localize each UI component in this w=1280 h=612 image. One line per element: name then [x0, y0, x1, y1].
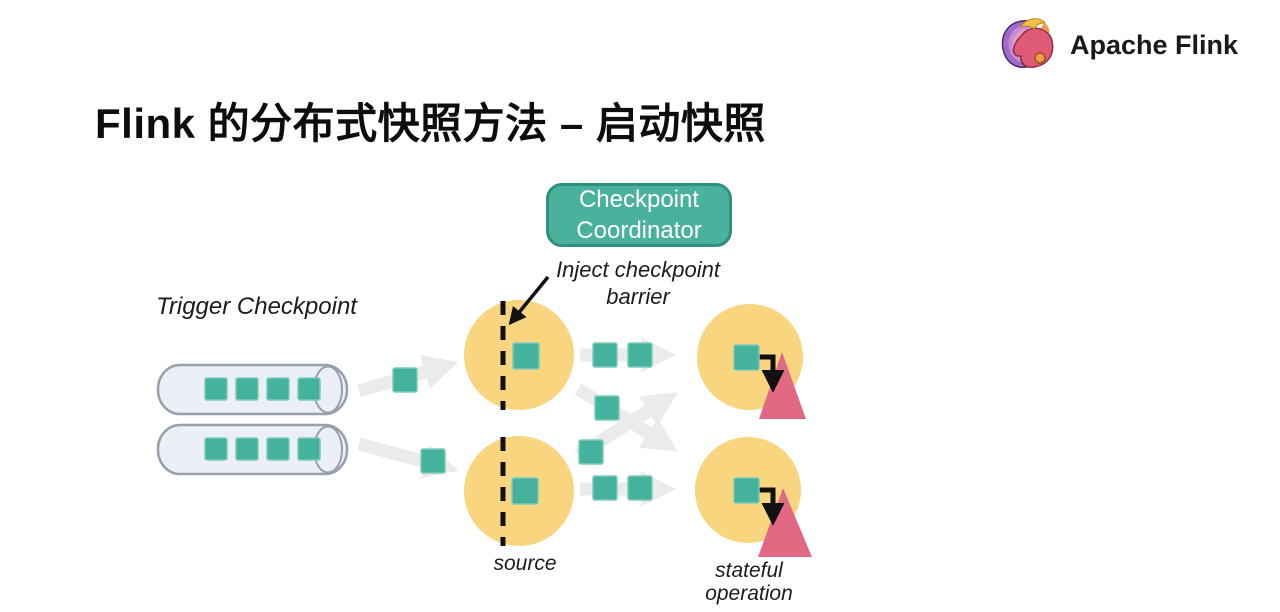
flow-arrow-cross-down: [574, 383, 678, 452]
records-in-flight-mid: [578, 342, 653, 501]
state-store-triangle-2: [758, 488, 812, 557]
source-label: source: [493, 552, 557, 575]
flink-squirrel-logo-icon: [1001, 18, 1054, 69]
page-title: Flink 的分布式快照方法 – 启动快照: [95, 100, 766, 148]
stateful-operation-label: stateful operation: [705, 559, 793, 605]
input-queue-1: [156, 363, 349, 416]
brand-header: Apache Flink: [996, 12, 1238, 78]
queue2-records: [204, 437, 321, 461]
inject-checkpoint-barrier-label: Inject checkpoint barrier: [556, 257, 720, 309]
checkpoint-coordinator-label: Checkpoint Coordinator: [576, 186, 702, 244]
inject-pointer-arrow: [508, 275, 550, 326]
record-in-flight-1: [392, 367, 418, 393]
checkpoint-coordinator-box: Checkpoint Coordinator: [546, 183, 732, 247]
stateful-operator-2: [695, 437, 812, 557]
input-queue-2: [156, 423, 349, 476]
snapshot-arrow-1: [759, 354, 785, 393]
trigger-checkpoint-label: Trigger Checkpoint: [156, 293, 357, 320]
queue1-records: [204, 377, 321, 401]
brand-name: Apache Flink: [1069, 29, 1238, 60]
source-operator-1: [464, 300, 574, 410]
stateful-operator-1: [697, 304, 806, 419]
record-in-flight-2: [420, 448, 446, 474]
source-operator-2: [464, 436, 574, 546]
snapshot-arrow-2: [759, 487, 785, 526]
